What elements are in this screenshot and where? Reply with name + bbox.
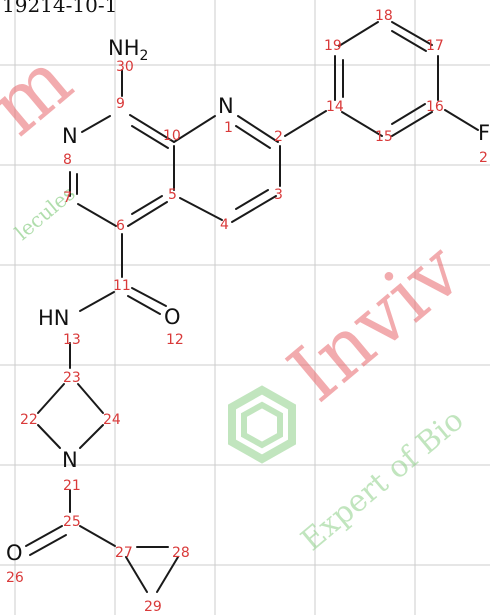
- atom-number: 2: [479, 150, 488, 166]
- atom-f: F: [478, 121, 490, 145]
- atom-number: 11: [113, 278, 131, 294]
- atom-number: 25: [63, 514, 81, 530]
- atom-number: 12: [166, 332, 184, 348]
- atom-number: 14: [326, 99, 344, 115]
- atom-n21: N: [62, 448, 78, 472]
- atom-number: 3: [274, 187, 283, 203]
- atom-numbers: 1 2 3 4 5 6 7 8 9 10 11 12 13 14 15 16 1…: [6, 8, 488, 615]
- atom-o26: O: [6, 541, 23, 565]
- atom-number: 30: [116, 59, 134, 75]
- atom-number: 27: [115, 545, 133, 561]
- atom-number: 26: [6, 570, 24, 586]
- header-text: 19214-10-1: [2, 0, 117, 17]
- atom-number: 17: [426, 38, 444, 54]
- atom-number: 6: [116, 218, 125, 234]
- atom-hn: HN: [38, 306, 70, 330]
- atom-n1: N: [218, 94, 234, 118]
- atom-labels: NH2 N N HN O N O F: [6, 36, 490, 565]
- atom-number: 19: [324, 38, 342, 54]
- atom-number: 16: [426, 99, 444, 115]
- atom-number: 24: [103, 412, 121, 428]
- atom-number: 13: [63, 332, 81, 348]
- watermark-tagline: Expert of Bio: [295, 403, 471, 558]
- atom-number: 8: [63, 152, 72, 168]
- watermark-brand-text: Inviv: [272, 226, 479, 420]
- atom-number: 1: [224, 120, 233, 136]
- atom-number: 4: [220, 217, 229, 233]
- atom-number: 9: [116, 96, 125, 112]
- atom-number: 10: [163, 128, 181, 144]
- atom-number: 7: [63, 190, 72, 206]
- atom-number: 18: [375, 8, 393, 24]
- bonds: [25, 21, 479, 593]
- atom-number: 15: [375, 129, 393, 145]
- watermark-logo-icon: [228, 385, 296, 464]
- atom-number: 28: [172, 545, 190, 561]
- atom-number: 22: [20, 412, 38, 428]
- atom-nh2: NH2: [108, 36, 148, 64]
- atom-number: 29: [144, 599, 162, 615]
- atom-o12: O: [164, 305, 181, 329]
- atom-number: 23: [63, 370, 81, 386]
- atom-number: 2: [274, 129, 283, 145]
- atom-number: 21: [63, 478, 81, 494]
- atom-number: 5: [168, 187, 177, 203]
- atom-n8: N: [62, 124, 78, 148]
